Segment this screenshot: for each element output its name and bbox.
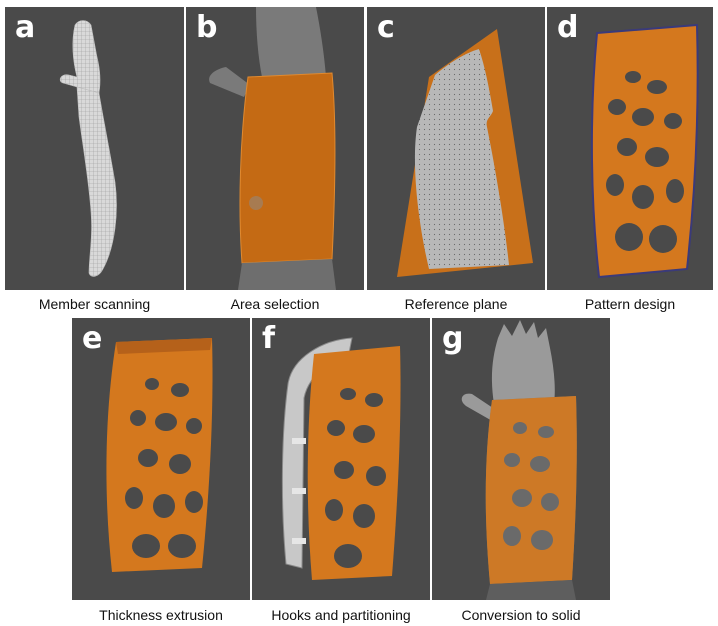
panel-a: a	[5, 7, 184, 290]
thickness-extrusion-view	[72, 318, 250, 600]
caption-thickness-extrusion: Thickness extrusion	[72, 608, 250, 622]
panel-f: f	[252, 318, 430, 600]
panel-letter: f	[262, 324, 275, 354]
panel-b: b	[186, 7, 364, 290]
caption-reference-plane: Reference plane	[367, 297, 545, 311]
caption-conversion-to-solid: Conversion to solid	[432, 608, 610, 622]
panel-letter: c	[377, 13, 395, 43]
panel-e: e	[72, 318, 250, 600]
caption-pattern-design: Pattern design	[547, 297, 713, 311]
caption-hooks-partitioning: Hooks and partitioning	[252, 608, 430, 622]
conversion-to-solid-view	[432, 318, 610, 600]
panel-g: g	[432, 318, 610, 600]
reference-plane-view	[367, 7, 545, 290]
panel-letter: b	[196, 13, 217, 43]
panel-c: c	[367, 7, 545, 290]
hooks-partitioning-view	[252, 318, 430, 600]
arm-mesh-scan	[5, 7, 184, 290]
panel-letter: e	[82, 324, 102, 354]
panel-letter: a	[15, 13, 35, 43]
panel-letter: g	[442, 324, 463, 354]
pattern-design-view	[547, 7, 713, 290]
caption-member-scanning: Member scanning	[5, 297, 184, 311]
panel-letter: d	[557, 13, 578, 43]
arm-area-selection	[186, 7, 364, 290]
caption-area-selection: Area selection	[186, 297, 364, 311]
panel-d: d	[547, 7, 713, 290]
